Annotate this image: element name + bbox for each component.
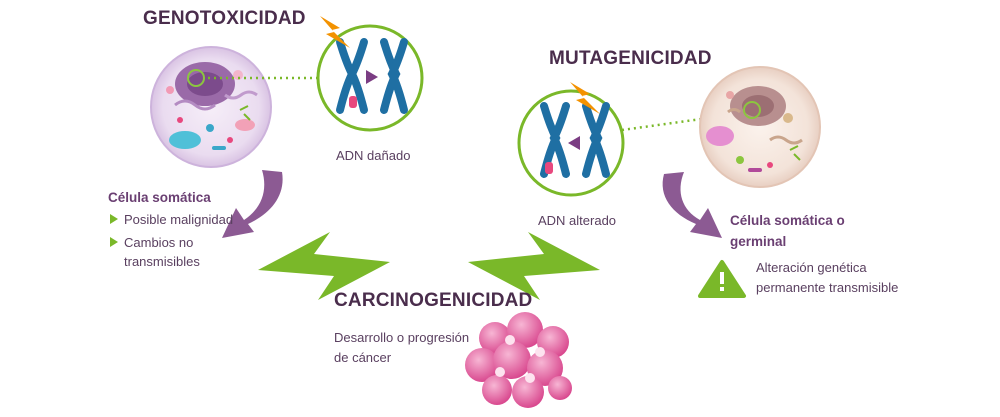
warning-text-line2: permanente transmisible	[756, 280, 899, 295]
curved-arrow-left	[222, 170, 283, 238]
altered-dna-illustration	[517, 89, 625, 197]
damaged-dna-illustration	[316, 24, 424, 132]
somatic-or-germinal-label-line2: germinal	[730, 234, 787, 249]
altered-dna-label: ADN alterado	[538, 213, 617, 228]
lightning-icon	[320, 16, 350, 48]
somatic-cell-label: Célula somática	[108, 190, 211, 205]
somatic-or-germinal-label-line1: Célula somática o	[730, 213, 845, 228]
bullet-item: Cambios no	[110, 235, 193, 250]
genotoxicity-title: GENOTOXICIDAD	[143, 8, 306, 29]
bullet-triangle-icon	[110, 214, 118, 224]
bullet-triangle-icon	[110, 237, 118, 247]
carcinogenicity-title: CARCINOGENICIDAD	[334, 290, 533, 311]
cancer-description-line1: Desarrollo o progresión	[334, 330, 470, 345]
lightning-icon	[570, 82, 600, 114]
tumor-cluster-illustration	[465, 312, 572, 408]
mutagenicity-title: MUTAGENICIDAD	[549, 48, 712, 69]
warning-text-line1: Alteración genética	[756, 260, 867, 275]
green-bolt-right	[468, 232, 600, 300]
somatic-cell-illustration-left	[150, 46, 272, 168]
damaged-dna-label: ADN dañado	[336, 148, 411, 163]
cancer-description-line2: de cáncer	[334, 350, 392, 365]
germinal-cell-illustration-right	[699, 66, 821, 188]
bullet-continuation: transmisibles	[124, 254, 200, 269]
curved-arrow-right	[662, 172, 722, 238]
green-bolt-left	[258, 232, 390, 300]
bullet-item: Posible malignidad	[110, 212, 233, 227]
warning-icon	[698, 260, 746, 298]
